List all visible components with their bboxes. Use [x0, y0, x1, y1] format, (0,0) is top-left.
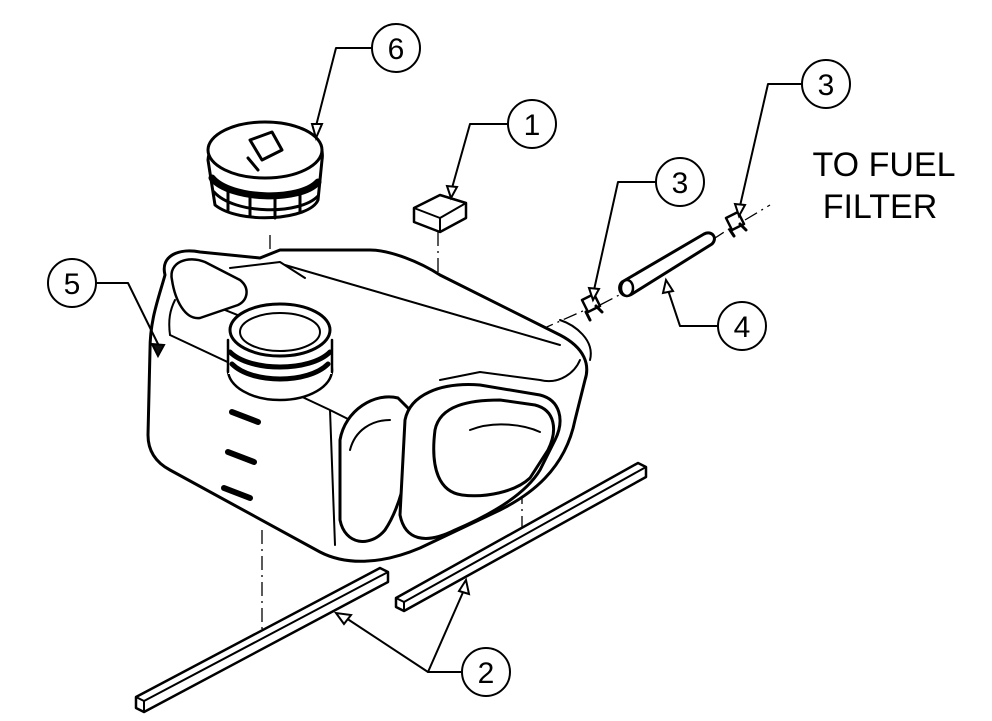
- fuel-hose: [618, 231, 716, 298]
- callout-5: 5: [47, 258, 97, 308]
- callout-label-3-upper: 3: [818, 69, 835, 102]
- callout-6: 6: [371, 23, 421, 73]
- note-line-2: FILTER: [823, 188, 938, 226]
- callout-label-1: 1: [524, 109, 541, 142]
- callout-label-3-lower: 3: [672, 167, 689, 200]
- fuel-tank: [146, 248, 592, 563]
- callout-2: 2: [461, 647, 511, 697]
- hose-clamp-upper: [724, 210, 748, 238]
- mounting-strip-left: [134, 566, 390, 714]
- leader-lines: [95, 47, 803, 673]
- callout-label-2: 2: [478, 657, 495, 690]
- foam-block: [412, 193, 468, 234]
- callout-4: 4: [717, 301, 767, 351]
- callout-label-6: 6: [388, 33, 405, 66]
- callout-1: 1: [507, 99, 557, 149]
- callout-label-5: 5: [64, 268, 81, 301]
- callout-3-lower: 3: [655, 157, 705, 207]
- mounting-strip-right: [394, 461, 648, 613]
- callout-3-upper: 3: [801, 59, 851, 109]
- destination-note: TO FUEL FILTER: [813, 146, 956, 226]
- fuel-pump-icon: [246, 130, 284, 172]
- callout-label-4: 4: [734, 311, 751, 344]
- note-line-1: TO FUEL: [813, 146, 956, 184]
- fuel-cap: [206, 120, 324, 220]
- hose-clamp-lower: [580, 292, 604, 322]
